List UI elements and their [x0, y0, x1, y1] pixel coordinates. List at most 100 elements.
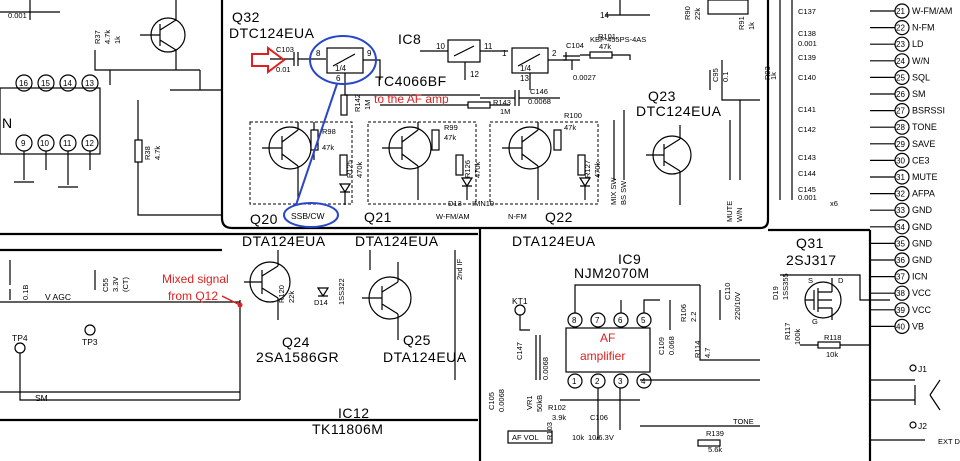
connector-pin-label: W/N — [912, 56, 930, 66]
svg-text:Q20: Q20 — [250, 211, 278, 227]
af-amp-note-1: AF — [600, 331, 615, 345]
svg-text:2: 2 — [595, 377, 600, 386]
svg-text:0.0068: 0.0068 — [497, 389, 506, 412]
svg-text:C104: C104 — [566, 41, 584, 50]
svg-text:SM: SM — [35, 393, 48, 403]
q23-area: Q23 DTC124EUA MUTE W/N KBF-455PS-4AS R90… — [590, 0, 778, 222]
connector-pin-number: 21 — [896, 7, 905, 16]
svg-text:R120: R120 — [277, 285, 286, 303]
connector-pin-number: 29 — [896, 140, 905, 149]
svg-text:10k: 10k — [572, 433, 584, 442]
svg-text:C105: C105 — [487, 392, 496, 410]
svg-text:Q21: Q21 — [364, 209, 392, 225]
board-outlines — [0, 0, 872, 461]
svg-text:DTC124EUA: DTC124EUA — [636, 103, 722, 119]
svg-text:8: 8 — [572, 316, 577, 325]
svg-text:Q24: Q24 — [282, 334, 310, 350]
svg-text:0.068: 0.068 — [667, 336, 676, 355]
svg-text:C141: C141 — [798, 105, 816, 114]
svg-text:1SS322: 1SS322 — [337, 278, 346, 305]
svg-text:IC12: IC12 — [338, 405, 370, 421]
svg-text:1: 1 — [502, 49, 507, 58]
svg-text:C139: C139 — [798, 53, 816, 62]
svg-text:47k: 47k — [444, 133, 456, 142]
svg-text:1M: 1M — [363, 100, 372, 110]
blue-annotations: SSB/CW — [283, 35, 377, 228]
svg-text:220/10V: 220/10V — [733, 292, 742, 320]
svg-text:Q22: Q22 — [545, 209, 573, 225]
connector-pin-number: 23 — [896, 40, 905, 49]
svg-text:D13: D13 — [448, 199, 462, 208]
svg-text:0.0068: 0.0068 — [528, 97, 551, 106]
svg-text:R114: R114 — [693, 341, 702, 358]
svg-text:11: 11 — [484, 42, 493, 51]
svg-text:W-FM/AM: W-FM/AM — [436, 212, 470, 221]
svg-text:R139: R139 — [706, 429, 724, 438]
svg-text:DTA124EUA: DTA124EUA — [383, 349, 467, 365]
connector-pin-number: 32 — [896, 190, 905, 199]
svg-text:C95: C95 — [711, 68, 720, 82]
svg-text:10: 10 — [436, 42, 445, 51]
svg-text:1/4: 1/4 — [335, 64, 347, 73]
connector-pin: 40 VB — [870, 318, 924, 334]
svg-text:R93: R93 — [763, 66, 772, 80]
left-top-area: 0.001 R37 4.7k 1k N 16 15 14 13 9 10 11 … — [0, 0, 222, 216]
mixed-signal-note-1: Mixed signal — [162, 272, 229, 286]
svg-text:1SS355: 1SS355 — [781, 273, 790, 300]
svg-text:R37: R37 — [93, 30, 102, 44]
svg-text:MIX SW: MIX SW — [609, 177, 618, 205]
svg-text:6: 6 — [618, 316, 623, 325]
connector-pin-label: SQL — [912, 72, 930, 82]
svg-text:C137: C137 — [798, 7, 816, 16]
connector-pin-label: VB — [912, 321, 924, 331]
svg-text:47k: 47k — [322, 143, 334, 152]
connector-pin-number: 34 — [896, 223, 905, 232]
connector-pin-label: VCC — [912, 305, 932, 315]
svg-text:0.001: 0.001 — [798, 193, 817, 202]
svg-text:0.1B: 0.1B — [21, 285, 30, 300]
svg-text:DTA124EUA: DTA124EUA — [512, 233, 596, 249]
connector-pin-number: 24 — [896, 57, 905, 66]
svg-text:Q31: Q31 — [796, 235, 824, 251]
svg-text:10k: 10k — [826, 350, 838, 359]
connector-pin-number: 27 — [896, 107, 905, 116]
connector-pin: 21 W-FM/AM — [870, 3, 952, 19]
svg-text:D14: D14 — [314, 298, 328, 307]
svg-text:15: 15 — [41, 79, 50, 88]
svg-text:C138: C138 — [798, 29, 816, 38]
svg-text:11: 11 — [63, 139, 72, 148]
svg-text:C109: C109 — [657, 337, 666, 355]
svg-text:IC8: IC8 — [398, 31, 421, 47]
svg-text:(CT): (CT) — [121, 277, 130, 292]
svg-text:R91: R91 — [737, 16, 746, 30]
svg-text:5.6k: 5.6k — [708, 445, 722, 454]
connector-pin-number: 40 — [896, 322, 905, 331]
svg-text:C55: C55 — [101, 278, 110, 292]
svg-text:1M: 1M — [500, 107, 510, 116]
svg-text:0.0068: 0.0068 — [541, 357, 550, 380]
svg-text:C106: C106 — [590, 413, 608, 422]
svg-text:1/4: 1/4 — [520, 64, 532, 73]
q31-area: Q31 2SJ317 S D G D19 1SS355 R117 100k R1… — [771, 235, 890, 359]
svg-text:D: D — [838, 276, 844, 285]
to-af-amp-note: to the AF amp — [374, 92, 449, 106]
svg-text:R127: R127 — [583, 160, 592, 178]
svg-text:IC9: IC9 — [618, 251, 641, 267]
svg-text:C140: C140 — [798, 73, 816, 82]
svg-text:16: 16 — [19, 79, 28, 88]
svg-text:7: 7 — [595, 316, 600, 325]
ic8-area: Q32 DTC124EUA C103 0.01 1/4 8 9 6 IC8 TC… — [229, 0, 650, 116]
svg-text:2.2: 2.2 — [689, 312, 698, 322]
connector-pin-label: BSRSSI — [912, 106, 945, 116]
svg-text:47k: 47k — [599, 42, 611, 51]
transistor-row: R98 47k R125 470k R99 47k R126 470k R100… — [242, 110, 628, 249]
svg-text:J1: J1 — [918, 364, 927, 374]
connector-pin-label: W-FM/AM — [912, 6, 952, 16]
red-annotations: to the AF amp Mixed signal from Q12 AF a… — [162, 46, 625, 363]
